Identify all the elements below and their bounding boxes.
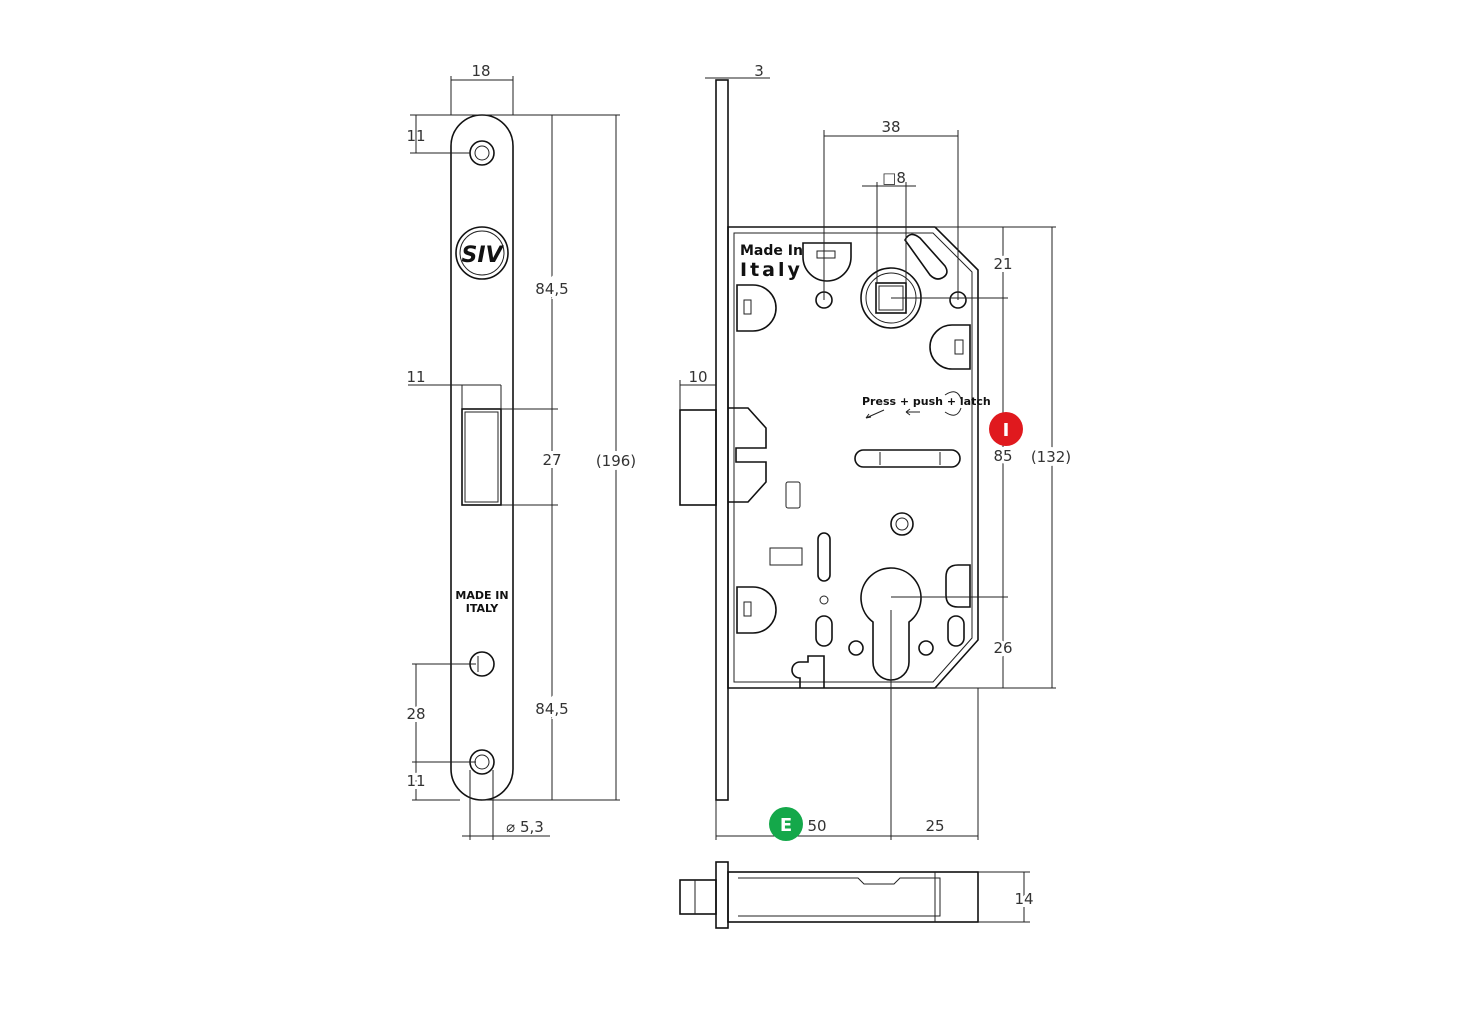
svg-text:25: 25 — [925, 817, 944, 835]
lock-body: Made In Italy Press + push + latch — [679, 79, 991, 801]
svg-text:I: I — [1003, 420, 1010, 441]
faceplate: SIV MADE IN ITALY — [450, 114, 514, 801]
bracket-right-bottom — [945, 564, 971, 608]
forend-plate — [715, 79, 729, 801]
bracket-left-bottom — [736, 586, 777, 634]
svg-text:11: 11 — [406, 772, 425, 790]
faceplate-dimensions: 18 11 84,5 27 84,5 (196) 11 28 11 ⌀ 5,3 — [403, 62, 640, 840]
svg-text:85: 85 — [993, 447, 1012, 465]
svg-text:SIV: SIV — [461, 243, 504, 268]
svg-text:11: 11 — [406, 127, 425, 145]
svg-text:11: 11 — [406, 368, 425, 386]
bracket-left-top — [736, 284, 777, 332]
euro-cylinder-hole — [860, 567, 922, 681]
screw-hole-top — [469, 140, 495, 166]
svg-text:(132): (132) — [1031, 448, 1071, 466]
svg-text:84,5: 84,5 — [535, 280, 568, 298]
svg-text:E: E — [780, 815, 792, 836]
svg-text:50: 50 — [807, 817, 826, 835]
svg-text:Italy: Italy — [740, 259, 803, 281]
case-side — [727, 871, 979, 923]
svg-text:ITALY: ITALY — [466, 602, 500, 615]
svg-text:10: 10 — [688, 368, 707, 386]
svg-text:MADE IN: MADE IN — [455, 589, 508, 602]
bottom-view: 14 — [679, 861, 1037, 929]
svg-text:18: 18 — [471, 62, 490, 80]
latch-bolt — [679, 409, 717, 506]
svg-text:28: 28 — [406, 705, 425, 723]
svg-text:⌀ 5,3: ⌀ 5,3 — [506, 818, 544, 836]
svg-text:84,5: 84,5 — [535, 700, 568, 718]
bracket-top — [802, 242, 852, 282]
deadbolt-slot — [854, 449, 961, 468]
svg-text:38: 38 — [881, 118, 900, 136]
lock-body-dimensions: 3 38 □8 21 85 26 (132) 10 50 25 — [679, 62, 1075, 840]
svg-text:(196): (196) — [596, 452, 636, 470]
latch-opening — [461, 408, 502, 506]
svg-text:26: 26 — [993, 639, 1012, 657]
arrow-icons — [865, 408, 920, 419]
svg-text:14: 14 — [1014, 890, 1033, 908]
svg-text:Press + push + latch: Press + push + latch — [862, 395, 991, 408]
svg-text:3: 3 — [754, 62, 764, 80]
latch-mechanism — [728, 407, 767, 503]
marker-green[interactable]: E — [769, 807, 803, 841]
svg-text:27: 27 — [542, 451, 561, 469]
marker-red[interactable]: I — [989, 412, 1023, 446]
bracket-right-top — [929, 324, 971, 370]
svg-text:Made In: Made In — [740, 243, 803, 259]
rotate-arrows-icon — [944, 391, 962, 416]
svg-text:21: 21 — [993, 255, 1012, 273]
slot — [904, 233, 948, 280]
svg-text:□8: □8 — [882, 169, 906, 187]
siv-logo: SIV — [455, 226, 509, 280]
faceplate-outline — [450, 114, 514, 801]
latch-side — [679, 879, 717, 915]
